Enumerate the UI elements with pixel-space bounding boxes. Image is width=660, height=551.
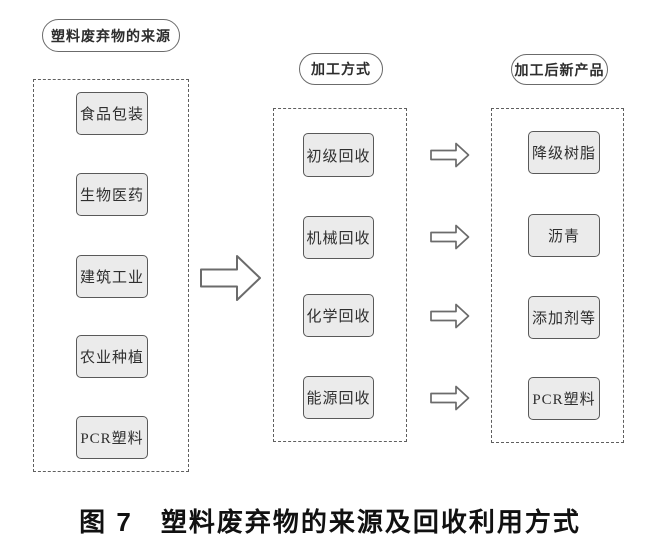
sources-column-header: 塑料废弃物的来源 <box>42 19 180 52</box>
products-group-box <box>491 108 624 443</box>
node-label: 沥青 <box>547 229 580 245</box>
product-node-asphalt: 沥青 <box>528 214 600 257</box>
product-node-additives: 添加剂等 <box>528 296 600 339</box>
node-label: PCR塑料 <box>80 431 144 447</box>
node-label: 添加剂等 <box>531 311 596 327</box>
node-label: 农业种植 <box>79 350 144 366</box>
product-node-pcr-plastic: PCR塑料 <box>528 377 600 420</box>
sources-group-box <box>33 79 189 472</box>
source-node-food-packaging: 食品包装 <box>76 92 148 135</box>
node-label: PCR塑料 <box>532 392 596 408</box>
node-label: 能源回收 <box>306 391 371 407</box>
process-node-energy-recovery: 能源回收 <box>303 376 374 419</box>
arrow-right-icon <box>430 142 470 168</box>
node-label: 生物医药 <box>79 188 144 204</box>
node-label: 降级树脂 <box>531 146 596 162</box>
arrow-right-icon <box>430 303 470 329</box>
node-label: 建筑工业 <box>79 270 144 286</box>
process-node-primary-recycling: 初级回收 <box>303 133 374 177</box>
processing-column-header: 加工方式 <box>299 53 383 85</box>
source-node-biomedicine: 生物医药 <box>76 173 148 216</box>
products-header-label: 加工后新产品 <box>514 61 605 78</box>
processing-header-label: 加工方式 <box>311 61 371 77</box>
product-node-downgraded-resin: 降级树脂 <box>528 131 600 174</box>
source-node-pcr-plastic: PCR塑料 <box>76 416 148 459</box>
arrow-right-icon <box>430 385 470 411</box>
arrow-right-icon <box>430 224 470 250</box>
process-node-chemical-recycling: 化学回收 <box>303 294 374 337</box>
arrow-right-icon <box>200 255 261 301</box>
sources-header-label: 塑料废弃物的来源 <box>51 27 171 44</box>
source-node-agriculture: 农业种植 <box>76 335 148 378</box>
node-label: 机械回收 <box>306 231 371 247</box>
node-label: 食品包装 <box>79 107 144 123</box>
process-node-mechanical-recycling: 机械回收 <box>303 216 374 259</box>
products-column-header: 加工后新产品 <box>511 54 608 85</box>
processing-group-box <box>273 108 407 442</box>
node-label: 初级回收 <box>306 148 371 165</box>
figure-caption: 图 7 塑料废弃物的来源及回收利用方式 <box>79 507 581 537</box>
node-label: 化学回收 <box>306 309 371 325</box>
source-node-construction: 建筑工业 <box>76 255 148 298</box>
